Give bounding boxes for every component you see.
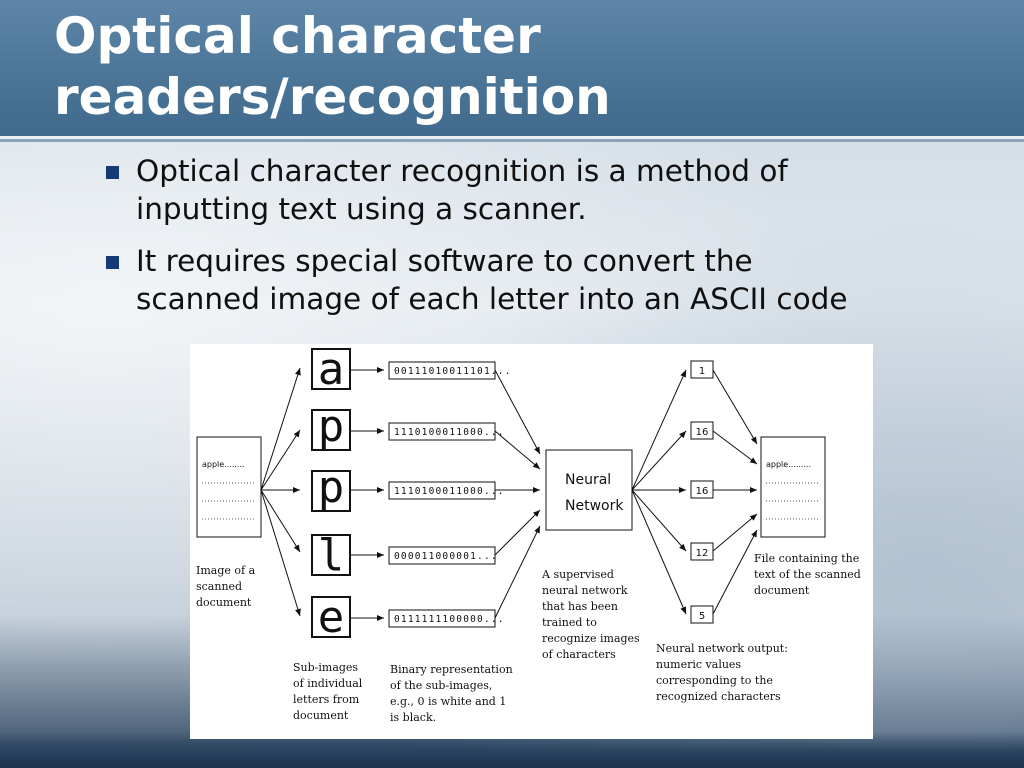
caption-line: Binary representation <box>390 663 513 676</box>
input-document-word: apple........ <box>202 460 245 469</box>
caption-output-file: File containing the text of the scanned … <box>754 552 861 597</box>
caption-line: Sub-images <box>293 661 358 674</box>
caption-line: Image of a <box>196 564 256 577</box>
output-box: 16 <box>690 421 714 440</box>
letter-box: p <box>311 401 351 452</box>
binary-to-network-arrows <box>494 369 541 619</box>
letter-to-binary-arrows <box>350 367 384 621</box>
title-bar: Optical character readers/recognition <box>0 0 1024 142</box>
output-box: 1 <box>690 360 714 379</box>
caption-binary-representation: Binary representation of the sub-images,… <box>390 663 513 724</box>
neural-network-box: Neural Network <box>545 449 633 531</box>
network-label-line-1: Neural <box>565 472 611 488</box>
letter-box: e <box>311 592 351 643</box>
caption-line: text of the scanned <box>754 568 861 581</box>
caption-line: File containing the <box>754 552 859 565</box>
binary-box: 1110100011000... <box>388 422 505 441</box>
input-document: apple........ <box>196 436 262 538</box>
caption-line: trained to <box>542 616 597 629</box>
letter-box: a <box>311 344 351 395</box>
caption-line: document <box>293 709 349 722</box>
caption-line: A supervised <box>541 568 614 581</box>
binary-box: 000011000001... <box>388 546 498 565</box>
caption-line: letters from <box>293 693 360 706</box>
caption-line: of characters <box>542 648 616 661</box>
bullet-text-line: It requires special software to convert … <box>136 244 753 278</box>
binary-text: 1110100011000... <box>394 427 505 438</box>
ocr-diagram: apple........ a p p l <box>190 344 873 739</box>
binary-text: 1110100011000... <box>394 486 505 497</box>
letter-glyph: l <box>318 530 345 581</box>
output-box: 12 <box>690 542 714 561</box>
caption-line: Neural network output: <box>656 642 788 655</box>
caption-line: e.g., 0 is white and 1 <box>390 695 506 708</box>
caption-line: that has been <box>542 600 618 613</box>
bullet-item: It requires special software to convert … <box>104 242 1004 318</box>
caption-line: document <box>196 596 252 609</box>
bullet-list: Optical character recognition is a metho… <box>104 152 1004 332</box>
binary-text: 000011000001... <box>394 551 498 562</box>
output-value: 5 <box>699 611 705 622</box>
caption-line: document <box>754 584 810 597</box>
letter-glyph: p <box>318 462 345 513</box>
network-to-output-arrows <box>631 369 687 615</box>
caption-line: corresponding to the <box>656 674 773 687</box>
output-box: 16 <box>690 480 714 499</box>
bullet-item: Optical character recognition is a metho… <box>104 152 1004 228</box>
output-to-file-arrows <box>712 369 758 615</box>
caption-line: is black. <box>390 711 436 724</box>
output-value: 1 <box>699 366 705 377</box>
binary-text: 00111010011101... <box>394 366 512 377</box>
slide-title-line-1: Optical character <box>54 7 541 65</box>
output-document: apple......... <box>760 436 826 538</box>
slide-title: Optical character readers/recognition <box>54 6 611 128</box>
caption-line: of individual <box>293 677 363 690</box>
caption-line: of the sub-images, <box>390 679 492 692</box>
caption-network-output: Neural network output: numeric values co… <box>656 642 788 703</box>
square-bullet-icon <box>106 166 119 179</box>
ocr-diagram-svg: apple........ a p p l <box>196 344 861 724</box>
letter-glyph: a <box>318 344 345 395</box>
caption-line: scanned <box>196 580 242 593</box>
caption-neural-network: A supervised neural network that has bee… <box>541 568 640 661</box>
bullet-text-line: scanned image of each letter into an ASC… <box>136 282 848 316</box>
caption-line: recognize images <box>542 632 640 645</box>
bullet-text-line: Optical character recognition is a metho… <box>136 154 788 188</box>
slide-title-line-2: readers/recognition <box>54 68 611 126</box>
output-document-word: apple......... <box>766 460 811 469</box>
output-value: 16 <box>696 427 709 438</box>
letter-box: p <box>311 462 351 513</box>
binary-text: 0111111100000... <box>394 614 505 625</box>
letter-glyph: e <box>318 592 345 643</box>
letter-glyph: p <box>318 401 345 452</box>
caption-image-of-document: Image of a scanned document <box>196 564 256 609</box>
binary-box: 1110100011000... <box>388 481 505 500</box>
network-label-line-2: Network <box>565 498 624 514</box>
bullet-text-line: inputting text using a scanner. <box>136 192 587 226</box>
caption-line: numeric values <box>656 658 741 671</box>
letter-box: l <box>311 530 351 581</box>
binary-box: 0111111100000... <box>388 609 505 628</box>
caption-line: recognized characters <box>656 690 781 703</box>
output-value: 16 <box>696 486 709 497</box>
binary-box: 00111010011101... <box>388 361 512 380</box>
output-box: 5 <box>690 605 714 624</box>
doc-to-letter-arrows <box>260 367 301 617</box>
square-bullet-icon <box>106 256 119 269</box>
caption-sub-images: Sub-images of individual letters from do… <box>293 661 363 722</box>
output-value: 12 <box>696 548 709 559</box>
caption-line: neural network <box>542 584 628 597</box>
